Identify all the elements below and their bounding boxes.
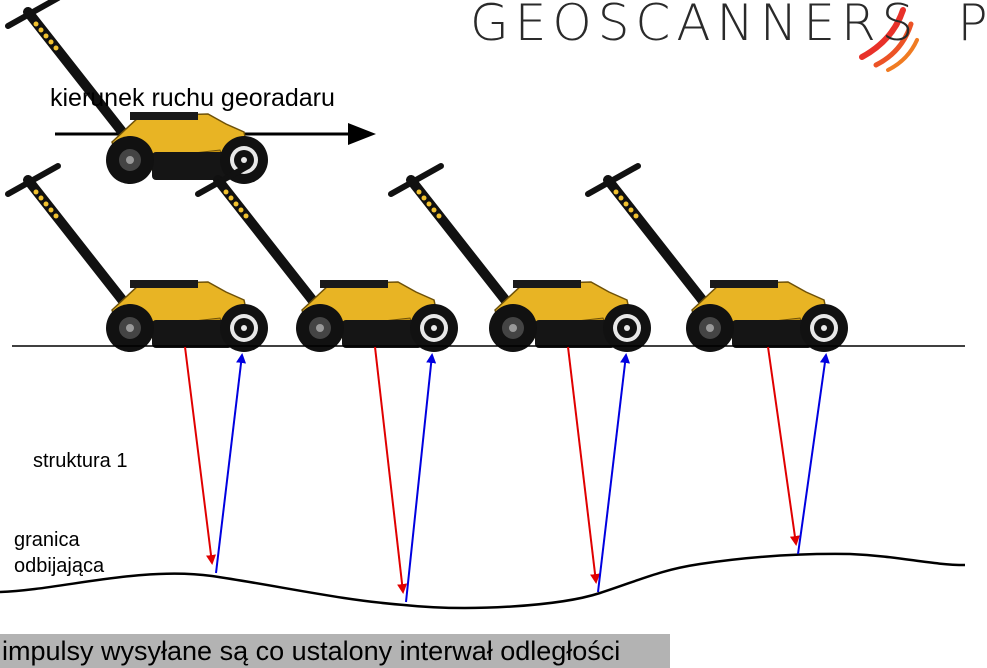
boundary-label: granica odbijająca <box>14 529 105 577</box>
direction-label: kierunek ruchu georadaru <box>50 84 335 112</box>
signal-waves-icon <box>859 7 919 72</box>
footer-caption: impulsy wysyłane są co ustalony interwał… <box>0 634 670 668</box>
reflecting-boundary <box>0 552 966 610</box>
pulse-pair-2 <box>374 346 437 603</box>
pulse-pair-3 <box>567 346 631 593</box>
pulse-pair-4 <box>767 346 830 555</box>
structure-label: struktura 1 <box>33 450 128 472</box>
pulse-pair-1 <box>184 346 247 574</box>
logo: GEOSCANNERS PL <box>470 0 987 52</box>
logo-text-right: PL <box>957 0 987 52</box>
logo-text-left: GEOSCANNERS <box>470 0 920 52</box>
